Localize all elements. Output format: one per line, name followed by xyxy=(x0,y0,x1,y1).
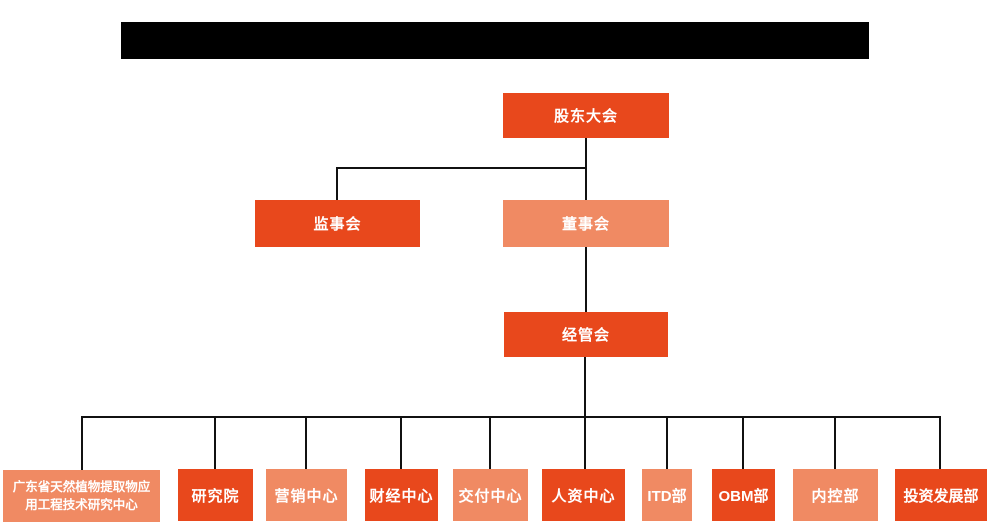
org-node-dept-investment-development: 投资发展部 xyxy=(895,469,987,521)
connector-shareholders-down xyxy=(585,138,587,200)
connector-drop-dept-10 xyxy=(939,416,941,469)
org-node-shareholders-meeting: 股东大会 xyxy=(503,93,669,138)
org-node-dept-delivery-center: 交付中心 xyxy=(453,469,528,521)
org-node-dept-hr-center: 人资中心 xyxy=(542,469,625,521)
org-node-dept-itd: ITD部 xyxy=(642,469,692,521)
org-node-dept-finance-center: 财经中心 xyxy=(365,469,438,521)
connector-branch-horizontal xyxy=(336,167,587,169)
connector-drop-dept-7 xyxy=(666,416,668,469)
org-node-dept-internal-control: 内控部 xyxy=(793,469,878,521)
org-node-dept-research-center: 广东省天然植物提取物应用工程技术研究中心 xyxy=(3,470,160,522)
connector-drop-dept-3 xyxy=(305,416,307,469)
connector-board-management xyxy=(585,247,587,312)
org-node-board-of-directors: 董事会 xyxy=(503,200,669,247)
org-node-management-committee: 经管会 xyxy=(504,312,668,357)
connector-drop-dept-2 xyxy=(214,416,216,469)
org-node-supervisory-board: 监事会 xyxy=(255,200,420,247)
connector-drop-dept-5 xyxy=(489,416,491,469)
connector-drop-dept-9 xyxy=(834,416,836,469)
connector-supervisory-drop xyxy=(336,167,338,200)
connector-departments-spine xyxy=(81,416,941,418)
connector-drop-dept-1 xyxy=(81,416,83,470)
connector-drop-dept-8 xyxy=(742,416,744,469)
connector-management-down xyxy=(584,357,586,469)
org-node-dept-marketing-center: 营销中心 xyxy=(266,469,347,521)
connector-drop-dept-4 xyxy=(400,416,402,469)
redacted-title-bar xyxy=(121,22,869,59)
org-node-dept-research-institute: 研究院 xyxy=(178,469,253,521)
org-node-dept-obm: OBM部 xyxy=(712,469,775,521)
